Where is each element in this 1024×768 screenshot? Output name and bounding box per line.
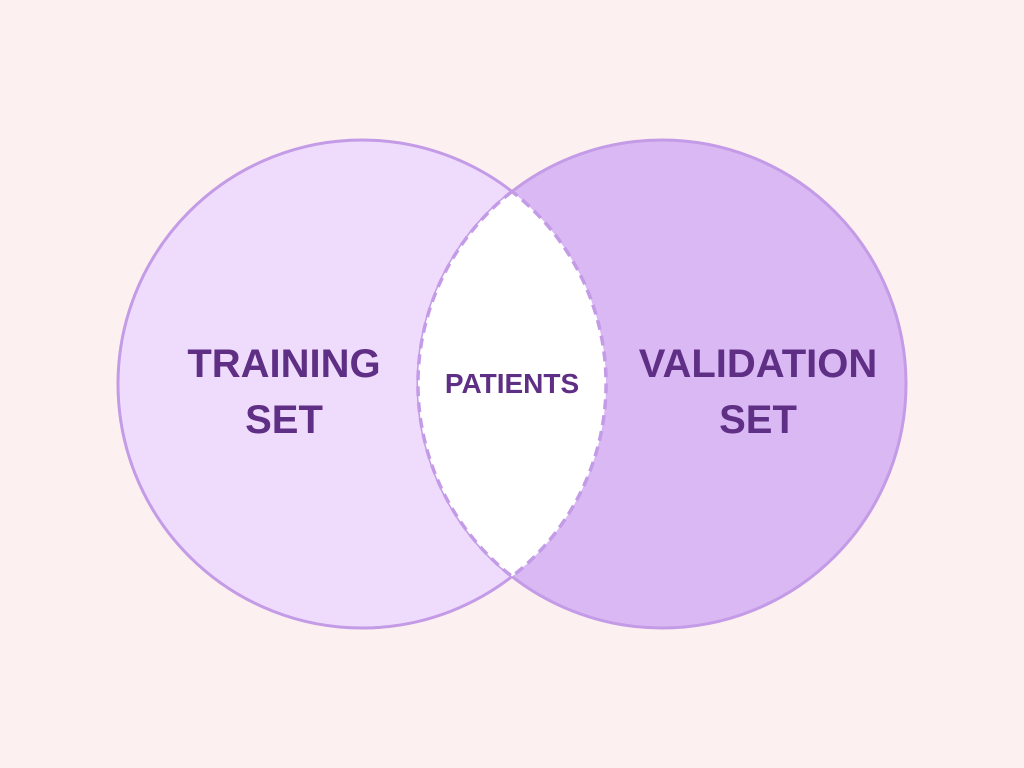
validation-set-label-line2: SET <box>719 398 797 442</box>
intersection-outline <box>416 189 608 579</box>
patients-label: PATIENTS <box>445 368 579 399</box>
training-set-label-line2: SET <box>245 398 323 442</box>
training-set-label-line1: TRAINING <box>187 342 380 386</box>
patients-intersection <box>418 140 606 628</box>
validation-set-label-line1: VALIDATION <box>639 342 878 386</box>
